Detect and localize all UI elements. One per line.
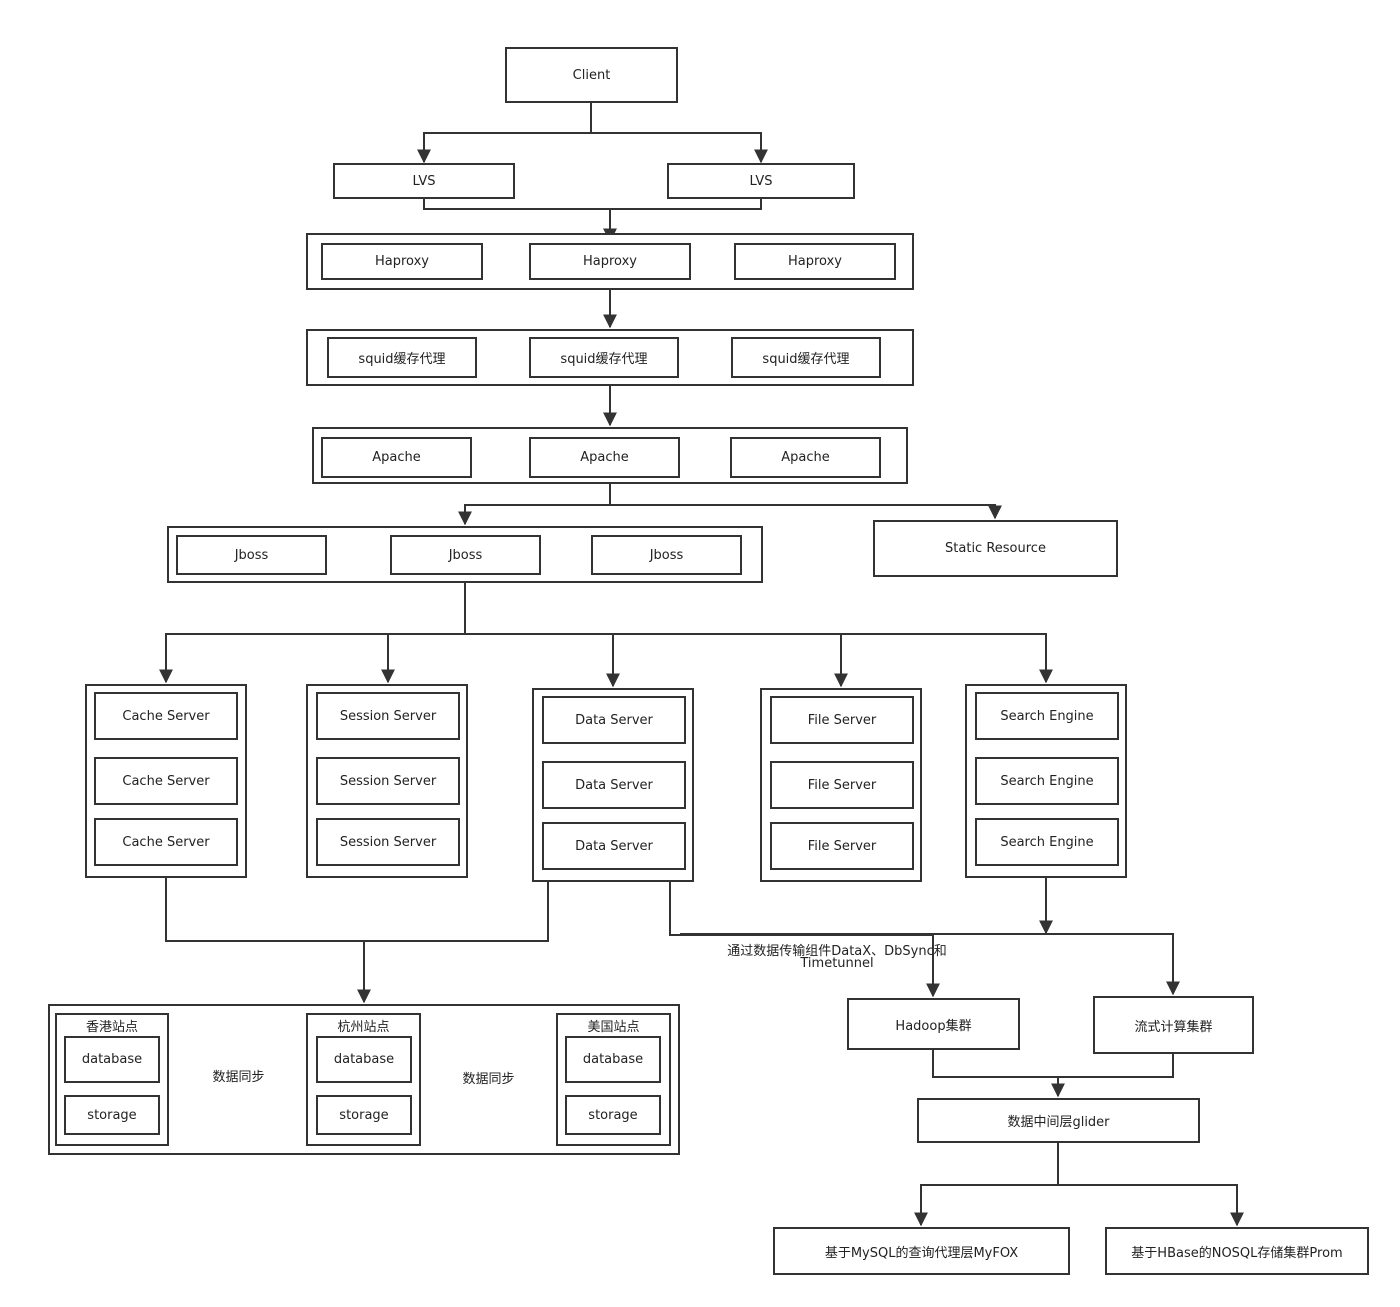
search-engine-1: Search Engine: [975, 692, 1119, 740]
site-hongkong-storage: storage: [64, 1095, 160, 1135]
file-server-1: File Server: [770, 696, 914, 744]
site-usa-title: 美国站点: [587, 1020, 640, 1035]
search-engine-3: Search Engine: [975, 818, 1119, 866]
apache-node-3: Apache: [730, 437, 881, 478]
site-hangzhou-database: database: [316, 1036, 412, 1083]
haproxy-node-1: Haproxy: [321, 243, 483, 280]
edge-glider-prom: [1058, 1184, 1244, 1227]
edge-client-lvs2: [591, 132, 768, 164]
edge-glider-out: [914, 1143, 1059, 1227]
glider-node: 数据中间层glider: [917, 1098, 1200, 1143]
stream-cluster-node: 流式计算集群: [1093, 996, 1254, 1054]
edge-search-stream: [680, 933, 1180, 996]
session-server-1: Session Server: [316, 692, 460, 740]
search-engine-2: Search Engine: [975, 757, 1119, 805]
squid-node-2: squid缓存代理: [529, 337, 679, 378]
site-hangzhou-title: 杭州站点: [337, 1020, 390, 1035]
file-server-2: File Server: [770, 761, 914, 809]
myfox-node: 基于MySQL的查询代理层MyFOX: [773, 1227, 1070, 1275]
transfer-label-line2: Timetunnel: [800, 956, 874, 971]
edge-data-hadoop: [669, 882, 940, 998]
session-server-2: Session Server: [316, 757, 460, 805]
edge-jboss-search: [465, 633, 1053, 684]
squid-node-1: squid缓存代理: [327, 337, 477, 378]
edge-apache-jboss: [458, 484, 611, 526]
cache-server-1: Cache Server: [94, 692, 238, 740]
file-server-3: File Server: [770, 822, 914, 870]
sync-label-1: 数据同步: [212, 1070, 265, 1085]
apache-node-2: Apache: [529, 437, 680, 478]
client-node: Client: [505, 47, 678, 103]
edge-jboss-data: [465, 633, 620, 688]
apache-node-1: Apache: [321, 437, 472, 478]
data-server-1: Data Server: [542, 696, 686, 744]
session-server-3: Session Server: [316, 818, 460, 866]
site-hangzhou-storage: storage: [316, 1095, 412, 1135]
data-server-2: Data Server: [542, 761, 686, 809]
jboss-node-1: Jboss: [176, 535, 327, 575]
edge-apache-static: [610, 504, 1002, 520]
jboss-node-3: Jboss: [591, 535, 742, 575]
squid-node-3: squid缓存代理: [731, 337, 881, 378]
data-server-3: Data Server: [542, 822, 686, 870]
edge-cache-sites: [165, 878, 549, 942]
jboss-node-2: Jboss: [390, 535, 541, 575]
haproxy-node-3: Haproxy: [734, 243, 896, 280]
site-usa-storage: storage: [565, 1095, 661, 1135]
edge-jboss-session: [381, 633, 465, 684]
edge-hadoop-glider: [932, 1050, 1174, 1078]
sync-label-2: 数据同步: [462, 1072, 515, 1087]
edge-client-lvs: [417, 103, 592, 164]
transfer-label-line1: 通过数据传输组件DataX、DbSync和: [727, 944, 947, 959]
edge-jboss-cache: [159, 633, 465, 684]
edge-jboss-file: [465, 633, 848, 688]
prom-node: 基于HBase的NOSQL存储集群Prom: [1105, 1227, 1369, 1275]
cache-server-2: Cache Server: [94, 757, 238, 805]
site-hongkong-title: 香港站点: [85, 1020, 138, 1035]
haproxy-node-2: Haproxy: [529, 243, 691, 280]
lvs-node-2: LVS: [667, 163, 855, 199]
lvs-node-1: LVS: [333, 163, 515, 199]
site-usa-database: database: [565, 1036, 661, 1083]
static-resource-node: Static Resource: [873, 520, 1118, 577]
edge-lvs-haproxy: [423, 199, 762, 210]
site-hongkong-database: database: [64, 1036, 160, 1083]
hadoop-cluster-node: Hadoop集群: [847, 998, 1020, 1050]
cache-server-3: Cache Server: [94, 818, 238, 866]
